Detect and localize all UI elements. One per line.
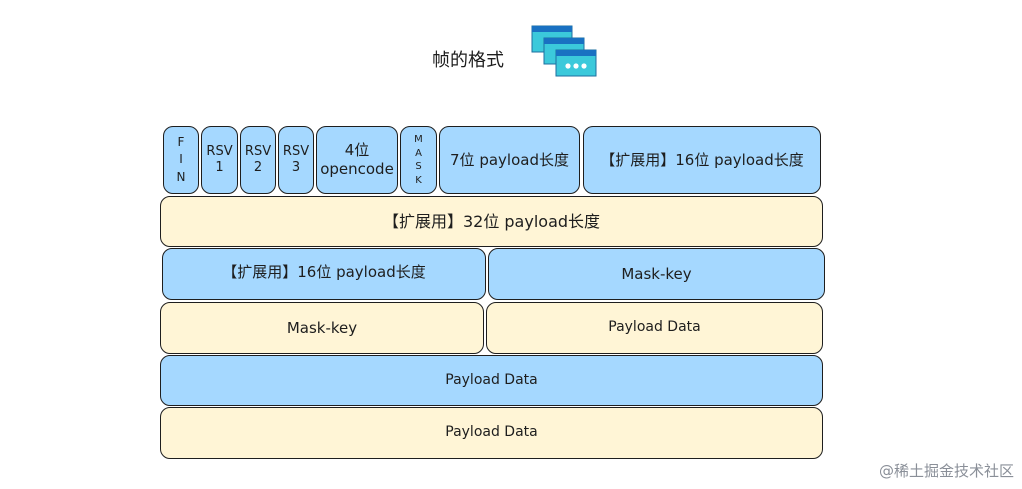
- fin-letter: I: [179, 152, 183, 167]
- watermark-text: @稀土掘金技术社区: [878, 462, 1014, 480]
- mask-bit-cell: M A S K: [400, 126, 437, 194]
- payload-data-cell-full-blue: Payload Data: [160, 355, 823, 406]
- payload-data-cell-half: Payload Data: [486, 302, 823, 354]
- extended-payload-length-32bit-cell: 【扩展用】32位 payload长度: [160, 196, 823, 247]
- fin-bit-cell: F I N: [163, 126, 199, 194]
- mask-letter: K: [415, 174, 422, 186]
- fin-letter: N: [176, 169, 186, 184]
- mask-key-cell-left: Mask-key: [160, 302, 484, 354]
- mask-letter: M: [414, 134, 423, 145]
- mask-key-cell-right: Mask-key: [488, 248, 825, 300]
- opcode-cell: 4位 opencode: [316, 126, 398, 194]
- rsv2-cell: RSV 2: [240, 126, 276, 194]
- rsv1-cell: RSV 1: [201, 126, 238, 194]
- extended-payload-length-16bit-top-cell: 【扩展用】16位 payload长度: [583, 126, 821, 194]
- rsv3-cell: RSV 3: [278, 126, 314, 194]
- extended-payload-length-16bit-cell: 【扩展用】16位 payload长度: [162, 248, 486, 300]
- diagram-title: 帧的格式: [432, 50, 504, 71]
- payload-length-7bit-cell: 7位 payload长度: [439, 126, 580, 194]
- fin-letter: F: [177, 134, 185, 149]
- mask-letter: S: [415, 161, 422, 172]
- mask-letter: A: [415, 147, 422, 159]
- window-stack-icon: [531, 25, 597, 77]
- payload-data-cell-full-yellow: Payload Data: [160, 407, 823, 459]
